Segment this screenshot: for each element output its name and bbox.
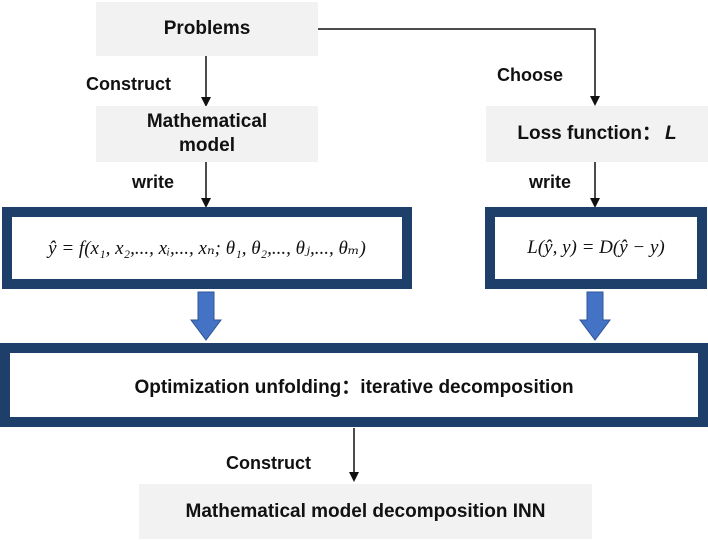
block-arrow-left <box>190 291 222 341</box>
loss-function-label: Loss function： <box>517 123 661 144</box>
optimization-frame: Optimization unfolding：iterative decompo… <box>0 343 708 427</box>
loss-symbol: L <box>664 123 677 144</box>
model-formula-frame: ŷ = f(x₁, x₂,..., xᵢ,..., xₙ; θ₁, θ₂,...… <box>2 207 412 289</box>
arrow-problems-to-loss <box>318 28 600 106</box>
label-construct-top: Construct <box>86 74 171 94</box>
loss-formula: L(ŷ, y) = D(ŷ − y) <box>527 237 665 258</box>
block-arrow-right <box>579 291 611 341</box>
label-choose: Choose <box>497 65 564 85</box>
label-construct-bottom: Construct <box>226 453 311 473</box>
model-formula: ŷ = f(x₁, x₂,..., xᵢ,..., xₙ; θ₁, θ₂,...… <box>48 237 366 259</box>
label-write-left: write <box>132 172 175 192</box>
label-write-right: write <box>529 172 572 192</box>
result-label: Mathematical model decomposition INN <box>185 500 546 522</box>
problems-label: Problems <box>163 18 251 39</box>
problems-node: Problems <box>96 2 318 56</box>
result-node: Mathematical model decomposition INN <box>139 484 592 539</box>
loss-function-node: Loss function： L <box>486 106 708 162</box>
loss-formula-frame: L(ŷ, y) = D(ŷ − y) <box>485 207 707 289</box>
optimization-label: Optimization unfolding：iterative decompo… <box>134 376 574 398</box>
math-model-node: Mathematical model <box>96 106 318 162</box>
math-model-label: Mathematical model <box>146 111 268 156</box>
